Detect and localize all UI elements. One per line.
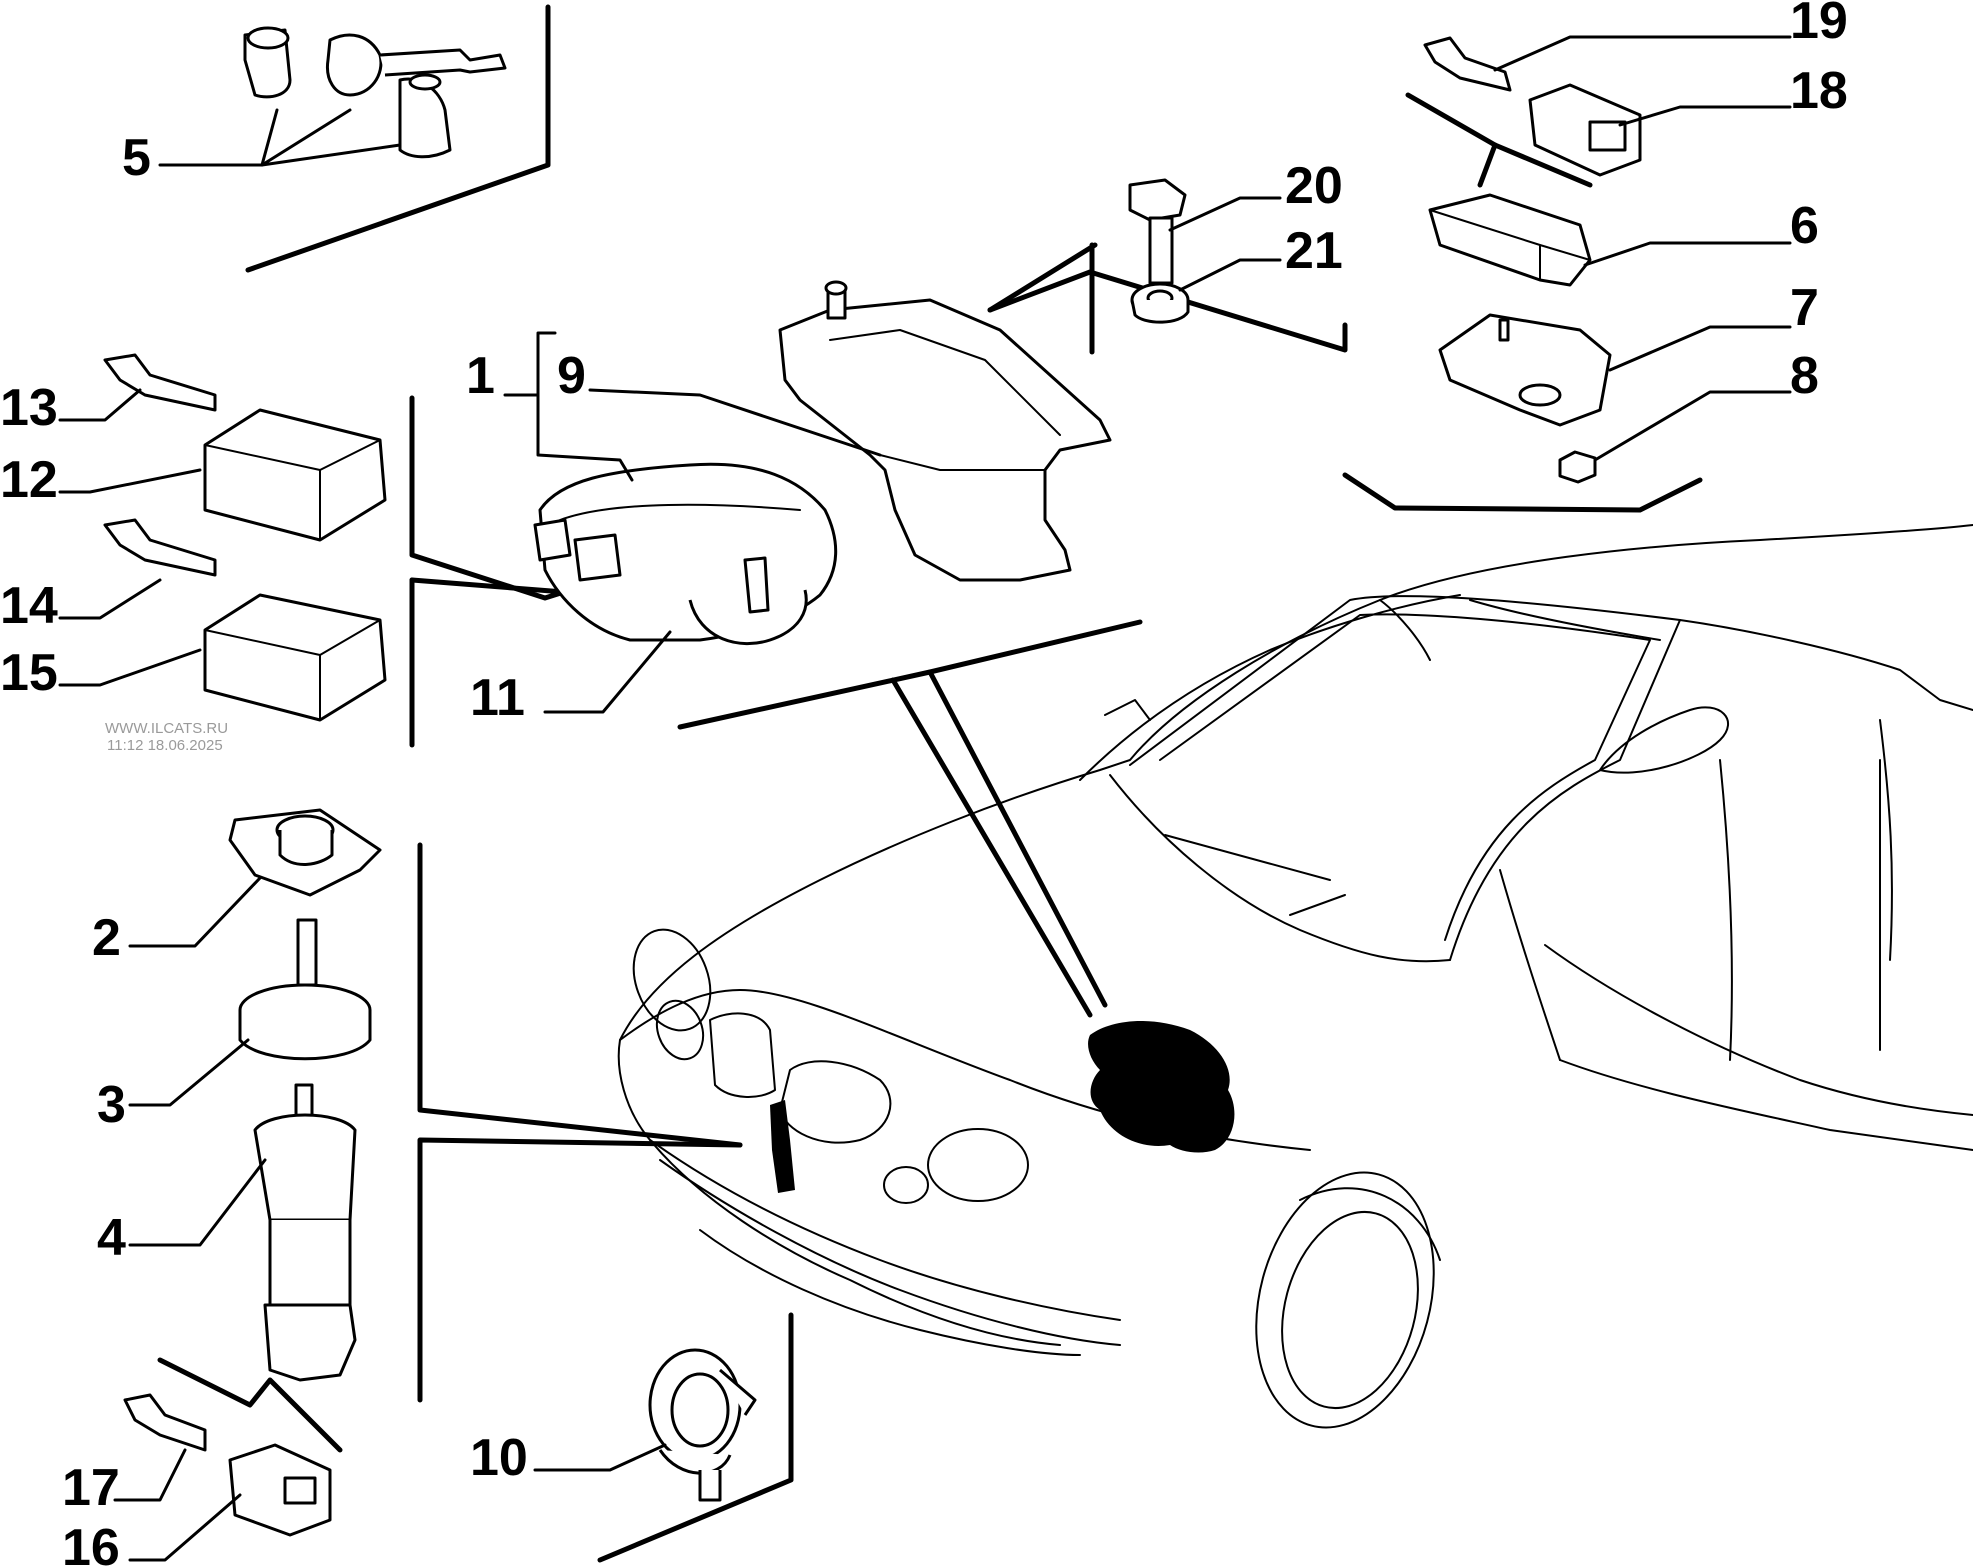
callout-8: 8 [1790,347,1819,405]
callout-11: 11 [470,669,525,727]
callout-3: 3 [97,1076,126,1134]
part-17-terminal [123,1393,207,1452]
callout-14: 14 [0,577,58,635]
callout-numbers: 1 9 5 13 12 14 15 11 2 3 4 17 16 10 20 2… [0,0,1848,1568]
callout-17: 17 [62,1459,120,1517]
callout-10: 10 [470,1429,528,1487]
part-8-nut [1558,450,1597,484]
callout-12: 12 [0,451,58,509]
location-leaders [890,669,1108,1018]
callout-13: 13 [0,379,58,437]
callout-6: 6 [1790,197,1819,255]
part-21-nut [1130,282,1190,324]
part-12-connector [103,353,387,542]
watermark-site: WWW.ILCATS.RU [105,720,228,737]
part-3-nut [238,918,372,1061]
callout-1: 1 [466,347,495,405]
part-7-bracket [1438,313,1612,427]
watermark: WWW.ILCATS.RU 11:12 18.06.2025 [105,720,228,754]
part-6-module [1428,193,1592,287]
callout-7: 7 [1790,279,1819,337]
part-16-connector [228,1443,332,1537]
callout-21: 21 [1285,222,1343,280]
part-1-control-unit [533,462,838,646]
callout-leaders [58,35,1792,1562]
part-5-sensors [243,26,507,159]
part-20-bolt [1128,178,1187,285]
callout-18: 18 [1790,62,1848,120]
car-illustration [617,524,1973,1429]
callout-2: 2 [92,909,121,967]
part-9-bracket [778,280,1112,582]
callout-4: 4 [97,1209,126,1267]
callout-19: 19 [1790,0,1848,50]
callout-5: 5 [122,129,151,187]
part-15-connector [103,518,387,722]
callout-20: 20 [1285,157,1343,215]
part-10-clip [648,1348,757,1502]
part-2-bracket [228,808,382,897]
watermark-timestamp: 11:12 18.06.2025 [107,737,223,754]
callout-9: 9 [557,347,586,405]
callout-16: 16 [62,1519,120,1568]
part-19-terminal [1423,36,1512,92]
callout-15: 15 [0,644,58,702]
part-18-connector [1528,83,1642,177]
part-4-sensor [253,1083,357,1382]
group-separators [157,4,1703,1563]
